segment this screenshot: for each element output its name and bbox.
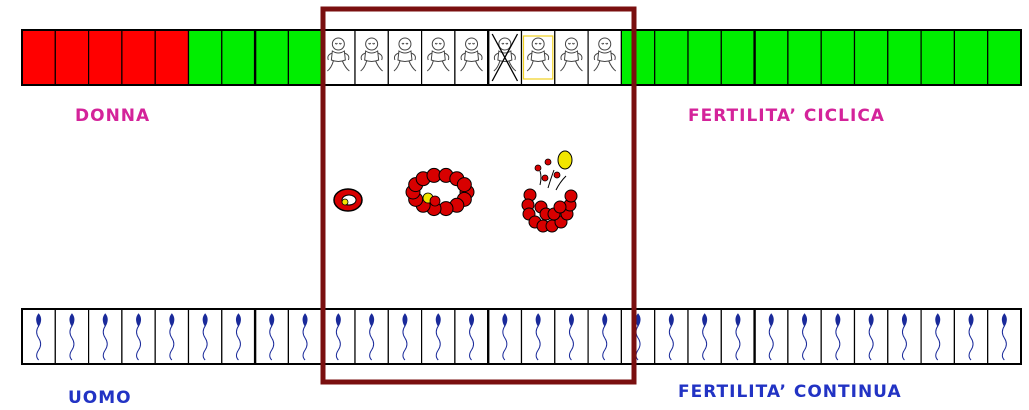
male-day-3	[89, 309, 122, 364]
cycle-day-1	[22, 30, 55, 85]
released-oocyte	[558, 151, 572, 169]
male-day-5	[155, 309, 188, 364]
male-day-27	[888, 309, 921, 364]
cycle-day-4	[122, 30, 155, 85]
male-day-17	[555, 309, 588, 364]
male-day-18	[588, 309, 621, 364]
male-day-15	[488, 309, 521, 364]
cycle-day-12	[388, 30, 421, 85]
cycle-day-25	[821, 30, 854, 85]
cycle-day-8	[255, 30, 288, 85]
cycle-day-6	[189, 30, 222, 85]
male-day-16	[522, 309, 555, 364]
male-day-6	[189, 309, 222, 364]
cycle-day-16	[522, 30, 555, 85]
male-day-10	[322, 309, 355, 364]
mature-follicle	[406, 168, 474, 215]
male-day-8	[255, 309, 288, 364]
male-day-24	[788, 309, 821, 364]
cycle-day-14	[455, 30, 488, 85]
male-day-14	[455, 309, 488, 364]
male-day-30	[988, 309, 1021, 364]
male-day-2	[55, 309, 88, 364]
cycle-day-18	[588, 30, 621, 85]
label-donna: DONNA	[75, 106, 150, 126]
cycle-day-20	[655, 30, 688, 85]
cycle-day-15	[488, 30, 521, 85]
male-day-25	[821, 309, 854, 364]
cycle-day-27	[888, 30, 921, 85]
cycle-day-26	[855, 30, 888, 85]
male-day-13	[422, 309, 455, 364]
follicle-stages	[334, 151, 577, 232]
male-day-4	[122, 309, 155, 364]
female-cycle-strip	[22, 30, 1021, 85]
cycle-day-23	[755, 30, 788, 85]
cycle-day-21	[688, 30, 721, 85]
cycle-day-29	[954, 30, 987, 85]
cycle-day-5	[155, 30, 188, 85]
cycle-day-30	[988, 30, 1021, 85]
label-fertilita-ciclica: FERTILITA’ CICLICA	[688, 106, 885, 126]
male-day-22	[721, 309, 754, 364]
cycle-day-13	[422, 30, 455, 85]
male-day-20	[655, 309, 688, 364]
male-day-23	[755, 309, 788, 364]
male-day-21	[688, 309, 721, 364]
male-day-26	[855, 309, 888, 364]
cycle-day-24	[788, 30, 821, 85]
cycle-day-28	[921, 30, 954, 85]
male-day-28	[921, 309, 954, 364]
male-day-29	[954, 309, 987, 364]
male-day-9	[288, 309, 321, 364]
cycle-day-2	[55, 30, 88, 85]
male-day-1	[22, 309, 55, 364]
male-day-12	[388, 309, 421, 364]
ovulating-follicle	[522, 151, 577, 232]
cycle-day-7	[222, 30, 255, 85]
small-follicle	[334, 189, 362, 211]
label-uomo: UOMO	[68, 388, 132, 408]
cycle-day-10	[322, 30, 355, 85]
cycle-day-19	[621, 30, 654, 85]
male-day-7	[222, 309, 255, 364]
cycle-day-22	[721, 30, 754, 85]
cycle-day-17	[555, 30, 588, 85]
label-fertilita-continua: FERTILITA’ CONTINUA	[678, 382, 902, 402]
male-day-19	[621, 309, 654, 364]
male-cycle-strip	[22, 309, 1021, 364]
male-day-11	[355, 309, 388, 364]
cycle-day-3	[89, 30, 122, 85]
cycle-day-9	[288, 30, 321, 85]
cycle-day-11	[355, 30, 388, 85]
